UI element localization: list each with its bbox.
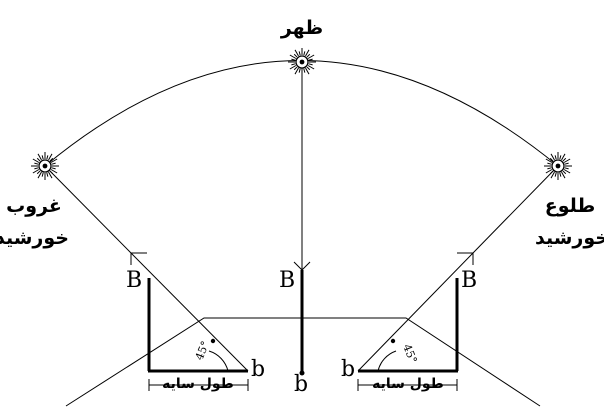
dimension-right	[357, 379, 458, 391]
ground-plane	[65, 317, 541, 407]
sunset-label-line2: خورشید	[0, 227, 69, 249]
sun-icon	[31, 152, 59, 180]
angle-dot-left	[210, 338, 216, 344]
sunrise-ray	[472, 165, 559, 254]
shadow-length-label-right: طول سایه	[372, 376, 444, 392]
dimension-left	[148, 379, 249, 391]
arrowhead-right	[457, 252, 474, 265]
sun-icon	[544, 152, 572, 180]
sunset-ray-lower	[130, 252, 249, 372]
arrowhead-left	[130, 252, 147, 265]
point-B-left: B	[126, 268, 142, 293]
angle-label-left: 45°	[193, 339, 212, 362]
angle-arc-right	[377, 350, 397, 372]
noon-label: ظهر	[280, 17, 323, 39]
sunset-ray	[44, 165, 132, 254]
shadow-dot-right	[396, 369, 400, 373]
sunset-label-line1: غروب	[6, 195, 62, 217]
arrowhead-center	[293, 261, 311, 271]
sunrise-ray-lower	[357, 252, 474, 372]
point-B-right: B	[461, 268, 477, 293]
shadow-dot-left	[206, 369, 210, 373]
sunrise-label-line2: خورشید	[535, 227, 604, 249]
stick-center-base	[299, 370, 305, 376]
point-B-center: B	[279, 268, 295, 293]
shadow-length-label-left: طول سایه	[162, 376, 234, 392]
sun-icon	[288, 48, 316, 76]
angle-label-right: 45°	[400, 342, 419, 365]
angle-arc-left	[208, 350, 229, 372]
point-b-right: b	[341, 357, 355, 382]
sunrise-label-line1: طلوع	[545, 195, 596, 217]
point-b-left: b	[251, 357, 265, 382]
angle-dot-right	[390, 338, 396, 344]
point-b-center: b	[294, 372, 308, 397]
